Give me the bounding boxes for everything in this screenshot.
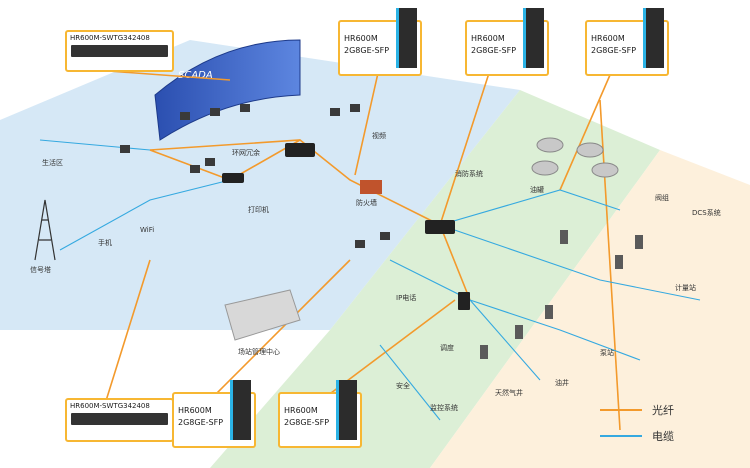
field-equipment-icons — [480, 230, 643, 359]
label-meter: 计量站 — [675, 283, 696, 292]
label-ip-phone: IP电话 — [396, 293, 416, 302]
din-switch-icon-4 — [230, 380, 251, 440]
label-living-area: 生活区 — [42, 158, 63, 167]
label-fire: 消防系统 — [455, 169, 483, 178]
switch-box-top-1-spec: 2G8GE-SFP — [344, 46, 390, 55]
oil-tank-icons — [531, 137, 619, 178]
legend: 光纤 电缆 — [600, 400, 730, 450]
scada-wall: SCADA — [154, 39, 301, 141]
label-security: 安全 — [396, 381, 410, 390]
rack-switch-bottom-icon — [71, 413, 168, 425]
switch-box-top-1: HR600M 2G8GE-SFP — [338, 8, 422, 76]
switch-box-bottom-2: HR600M 2G8GE-SFP — [278, 380, 362, 448]
label-printer: 打印机 — [248, 205, 269, 214]
legend-cable-swatch — [600, 435, 642, 437]
label-valve: 阀组 — [655, 193, 669, 202]
rack-switch-top: HR600M-SWTG342408 — [65, 30, 174, 72]
rack-switch-top-model: HR600M-SWTG342408 — [70, 34, 150, 42]
switch-box-bottom-1-model: HR600M — [178, 406, 212, 415]
label-monitor: 监控系统 — [430, 403, 458, 412]
label-station-mgmt: 场站管理中心 — [238, 347, 280, 356]
label-oil-tank: 油罐 — [530, 185, 544, 194]
switch-box-bottom-1: HR600M 2G8GE-SFP — [172, 380, 256, 448]
tower-icon — [34, 199, 56, 261]
rack-switch-top-icon — [71, 45, 168, 57]
label-camera: 视频 — [372, 131, 386, 140]
zone-station — [210, 90, 660, 468]
rack-switch-bottom-model: HR600M-SWTG342408 — [70, 402, 150, 410]
zone-field — [430, 150, 750, 468]
switch-box-bottom-1-spec: 2G8GE-SFP — [178, 418, 224, 427]
din-switch-icon-1 — [396, 8, 417, 68]
switch-box-top-3-model: HR600M — [591, 34, 625, 43]
switch-box-top-2-model: HR600M — [471, 34, 505, 43]
label-dcs: DCS系统 — [692, 208, 721, 217]
din-switch-icon-2 — [523, 8, 544, 68]
switch-box-top-3-spec: 2G8GE-SFP — [591, 46, 637, 55]
legend-fiber-label: 光纤 — [652, 404, 674, 417]
legend-fiber: 光纤 — [600, 400, 730, 420]
din-switch-icon-3 — [643, 8, 664, 68]
zone-labels: 环网冗余 生活区 信号塔 手机 WiFi 打印机 视频 防火墙 消防系统 油罐 … — [30, 131, 721, 412]
label-ring: 环网冗余 — [232, 148, 260, 157]
din-switch-icon-5 — [336, 380, 357, 440]
label-dispatch: 调度 — [440, 343, 454, 352]
switch-box-bottom-2-spec: 2G8GE-SFP — [284, 418, 330, 427]
station-building-icon — [224, 289, 301, 341]
rack-switch-bottom: HR600M-SWTG342408 — [65, 398, 174, 442]
core-switch-icon — [285, 143, 315, 157]
switch-box-top-2: HR600M 2G8GE-SFP — [465, 8, 549, 76]
station-switch-icon — [425, 220, 455, 234]
scada-label: SCADA — [178, 70, 213, 81]
zone-office — [0, 40, 520, 330]
switch-box-bottom-2-model: HR600M — [284, 406, 318, 415]
label-pump: 泵站 — [600, 348, 614, 357]
switch-box-top-3: HR600M 2G8GE-SFP — [585, 8, 669, 76]
field-switch-icon — [458, 292, 470, 310]
legend-fiber-swatch — [600, 409, 642, 411]
label-phone: 手机 — [98, 238, 112, 247]
workstation-icons — [120, 104, 390, 248]
legend-cable: 电缆 — [600, 426, 730, 446]
label-firewall: 防火墙 — [356, 198, 377, 207]
firewall-icon — [360, 180, 382, 194]
label-oil-well: 油井 — [555, 378, 569, 387]
label-wifi: WiFi — [140, 226, 154, 234]
switch-box-top-1-model: HR600M — [344, 34, 378, 43]
office-switch-icon — [222, 173, 244, 183]
switch-box-top-2-spec: 2G8GE-SFP — [471, 46, 517, 55]
label-gas-well: 天然气井 — [495, 388, 523, 397]
label-tower: 信号塔 — [30, 265, 51, 274]
legend-cable-label: 电缆 — [652, 430, 674, 443]
